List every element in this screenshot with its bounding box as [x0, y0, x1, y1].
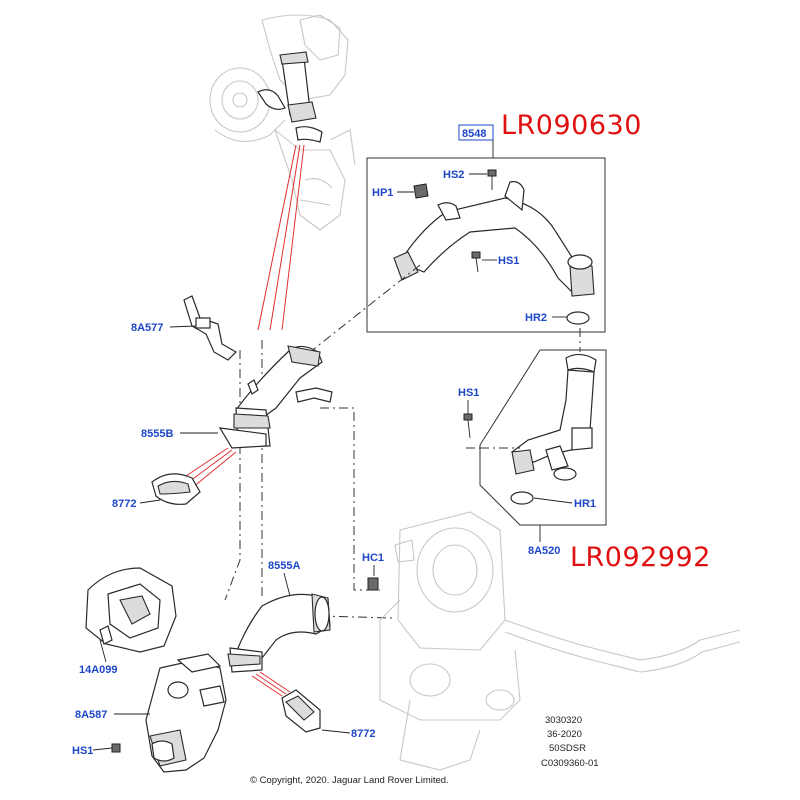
callout-8a577: 8A577 [131, 322, 163, 334]
part-number-lower: LR092992 [570, 542, 711, 573]
callout-hs1-lower: HS1 [72, 745, 93, 757]
ghost-engine-bottom [379, 511, 741, 771]
callout-8555b: 8555B [141, 428, 173, 440]
callout-hs1-mid: HS1 [458, 387, 479, 399]
copyright: © Copyright, 2020. Jaguar Land Rover Lim… [250, 775, 449, 786]
part-number-upper: LR090630 [501, 110, 642, 141]
ref-code-1: 3030320 [545, 715, 582, 726]
callout-8772-lower: 8772 [351, 728, 375, 740]
part-8a587: 8A587 HS1 [72, 653, 227, 773]
assembly-8548: 8548 HS2 HP1 HS1 HR2 [366, 124, 606, 333]
callout-8a520: 8A520 [528, 545, 560, 557]
reference-codes: 3030320 36-2020 50SDSR C0309360-01 [541, 715, 599, 769]
red-leaders-mid [179, 447, 237, 489]
part-8772-upper: 8772 [112, 473, 201, 510]
callout-hr1: HR1 [574, 498, 596, 510]
callout-8555a: 8555A [268, 560, 300, 572]
red-leaders-lower [251, 671, 291, 697]
part-14a099: 14A099 [79, 567, 177, 676]
callout-hs1-upper: HS1 [498, 255, 519, 267]
assembly-8a520: HS1 HR1 8A520 [458, 349, 607, 557]
callout-14a099: 14A099 [79, 664, 118, 676]
ghost-engine-top [209, 14, 356, 231]
part-8772-lower: 8772 [281, 689, 375, 740]
callout-box-8548 [458, 124, 494, 141]
ref-code-4: C0309360-01 [541, 758, 599, 769]
part-8a577: 8A577 [131, 295, 237, 361]
ref-code-2: 36-2020 [547, 729, 582, 740]
upper-hose-on-engine [257, 51, 323, 143]
part-8555a: 8555A [227, 560, 331, 673]
callout-hc1: HC1 [362, 552, 384, 564]
callout-hs2: HS2 [443, 169, 464, 181]
part-hc1: HC1 [362, 552, 384, 591]
callout-8548: 8548 [462, 128, 486, 140]
callout-8a587: 8A587 [75, 709, 107, 721]
callout-hp1: HP1 [372, 187, 393, 199]
ref-code-3: 50SDSR [549, 743, 586, 754]
part-8555b: 8555B [141, 345, 333, 449]
red-leaders-upper [257, 144, 305, 331]
callout-hr2: HR2 [525, 312, 547, 324]
callout-8772-upper: 8772 [112, 498, 136, 510]
